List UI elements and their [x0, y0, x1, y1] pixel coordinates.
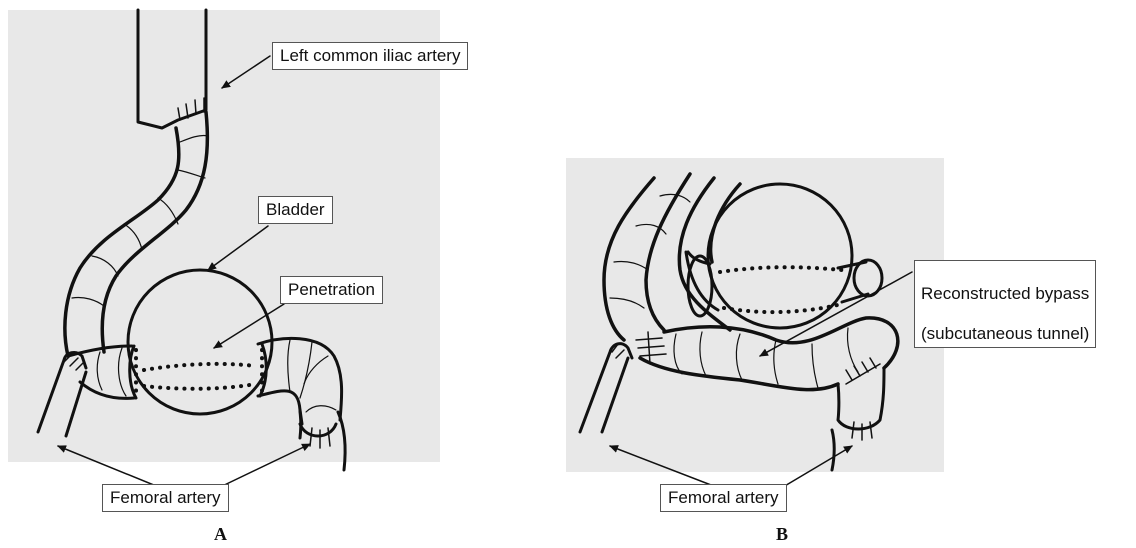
label-penetration: Penetration — [280, 276, 383, 304]
label-bypass-line2: (subcutaneous tunnel) — [921, 324, 1089, 343]
graft-inner — [102, 112, 207, 352]
b-femoral-right — [832, 430, 834, 470]
right-end-sutures — [310, 428, 330, 448]
panel-letter-b: B — [776, 524, 788, 545]
b-graft-outer — [604, 178, 654, 340]
b-right-end — [838, 368, 884, 429]
label-femoral-artery-a: Femoral artery — [102, 484, 229, 512]
bypass-top — [664, 318, 898, 368]
right-graft-bottom — [258, 391, 302, 424]
label-reconstructed-bypass: Reconstructed bypass (subcutaneous tunne… — [914, 260, 1096, 348]
femoral-left-a2 — [66, 372, 86, 436]
label-bypass-line1: Reconstructed bypass — [921, 284, 1089, 303]
bladder-through-right — [260, 344, 266, 396]
right-graft-end — [300, 424, 336, 436]
b-femoral-left2 — [602, 358, 628, 432]
panel-letter-a: A — [214, 524, 227, 545]
bladder-circle-a — [128, 270, 272, 414]
label-bladder: Bladder — [258, 196, 333, 224]
label-left-common-iliac-artery: Left common iliac artery — [272, 42, 468, 70]
femoral-right-a — [300, 410, 345, 470]
panel-b-drawing — [580, 174, 912, 490]
graft-outer — [65, 128, 179, 356]
label-femoral-artery-b: Femoral artery — [660, 484, 787, 512]
panel-a-drawing — [38, 10, 345, 490]
penetration-dots — [136, 350, 262, 396]
graft-rings — [72, 135, 208, 306]
